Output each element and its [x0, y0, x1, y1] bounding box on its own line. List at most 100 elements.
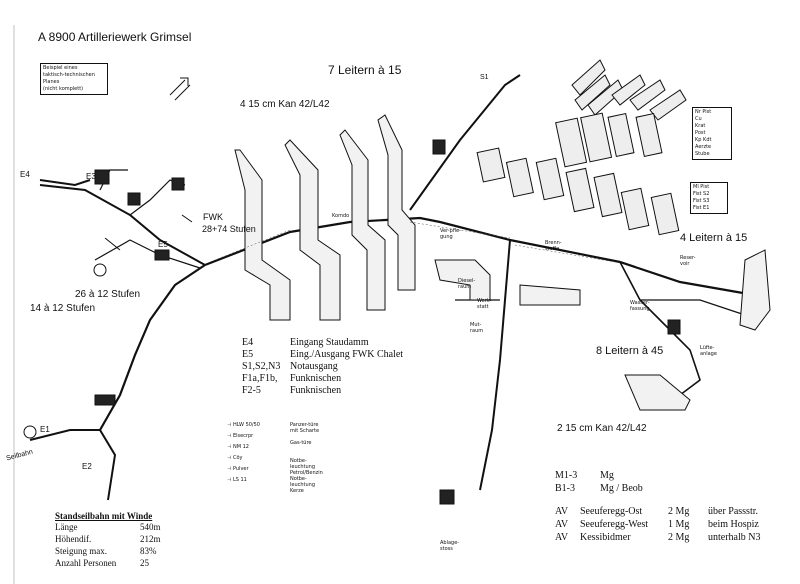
symbol-label: Gas-türe [290, 440, 312, 446]
room-lufte: Lüfte-anlage [700, 345, 717, 357]
symbol-item: ⊣ Pulver [227, 466, 249, 472]
symbol-label: HLW 50/50 [232, 422, 260, 428]
symbol-item: ⊣ Elsecrpr [227, 433, 254, 439]
bahn-key: Höhendif. [55, 534, 92, 544]
box-line: Fist S3 [693, 198, 710, 204]
symbol-item: ⊣ Cöy [227, 455, 243, 461]
bahn-value: 212m [140, 534, 161, 544]
legend-code: E4 [242, 337, 254, 348]
leitern-4-label: 4 Leitern à 15 [680, 232, 748, 244]
box-line: Aerzte [695, 144, 712, 150]
legend-code: E5 [242, 349, 254, 360]
av-code: AV [555, 506, 569, 517]
av-code: AV [555, 532, 569, 543]
access-tunnel [99, 264, 206, 431]
bahn-row: Anzahl Personen 25 [55, 558, 161, 570]
symbol-label: Pulver [232, 466, 249, 472]
av-row: AV Kessibidmer 2 Mg unterhalb N3 [555, 532, 761, 545]
gun-label-2: 2 15 cm Kan 42/L42 [557, 423, 647, 434]
bahn-row: Steigung max. 83% [55, 546, 161, 558]
av-count: 1 Mg [668, 519, 690, 530]
box-line: Cu [695, 116, 702, 122]
box-line: Krat [695, 123, 706, 129]
entrance-e3: E3 [86, 172, 96, 181]
av-place: Seeuferegg-West [580, 519, 649, 530]
symbol-label: Notbe-leuchtung Petrol/Benzin [290, 458, 323, 476]
symbol-legend-2: Panzer-türe mit Scharte Gas-türe Notbe-l… [290, 422, 326, 494]
legend-desc: Funknischen [290, 385, 342, 396]
symbol-item: ⊣ HLW 50/50 [227, 422, 260, 428]
page-title: A 8900 Artilleriewerk Grimsel [38, 30, 192, 44]
av-count: 2 Mg [668, 506, 690, 517]
room-box-2: Ml Pist Fist S2 Fist S3 Fist E1 [690, 182, 728, 214]
note-line: taktisch-technischen Planes [43, 72, 95, 85]
room-verpflegung: Ver-pfle-gung [440, 228, 461, 240]
north-arrow-icon [169, 77, 191, 101]
bahn-value: 25 [140, 558, 149, 568]
av-count: 2 Mg [668, 532, 690, 543]
symbol-legend: ⊣ HLW 50/50 ⊣ Elsecrpr ⊣ NM 12 ⊣ Cöy ⊣ P… [227, 422, 260, 488]
legend-row: F1a,F1b,Funknischen [242, 373, 403, 385]
room-kommando: Komdo [332, 213, 350, 219]
room-diesel: Diesel-raum [458, 278, 476, 290]
room-brennstoff: Brenn-stoffe [545, 240, 562, 252]
av-loc: über Passstr. [708, 506, 758, 517]
legend-code: S1,S2,N3 [242, 361, 281, 372]
stufen-28-label: 28+74 Stufen [202, 224, 256, 234]
av-loc: unterhalb N3 [708, 532, 761, 543]
entrance-e5: E5 [158, 240, 168, 249]
box-line: Ml Pist [693, 184, 710, 190]
symbol-label: Panzer-türe mit Scharte [290, 422, 320, 434]
gun-label-4: 4 15 cm Kan 42/L42 [240, 99, 330, 110]
symbol-item: ⊣ LS 11 [227, 477, 247, 483]
legend-desc: Notausgang [290, 361, 338, 372]
symbol-label: LS 11 [232, 477, 247, 483]
bahn-value: 540m [140, 522, 161, 532]
room-reservoir: Reser-voir [680, 255, 696, 267]
leitern-8-label: 8 Leitern à 45 [596, 345, 664, 357]
mg-desc: Mg / Beob [600, 483, 643, 494]
entrance-s1: S1 [480, 74, 489, 81]
room-wasser: Wasser-fassung [630, 300, 650, 312]
box-line: Stube [695, 151, 710, 157]
symbol-label: Notbe-leuchtung Kerze [290, 476, 316, 494]
symbol-item: ⊣ NM 12 [227, 444, 249, 450]
entrance-e1: E1 [40, 425, 50, 434]
symbol-label: Cöy [232, 455, 243, 461]
room-box-1: Nr Pist Cu Krat Post Kp Kdt Aerzte Stube [692, 107, 732, 160]
bahn-value: 83% [140, 546, 157, 556]
av-place: Kessibidmer [580, 532, 631, 543]
legend-desc: Eing./Ausgang FWK Chalet [290, 349, 404, 360]
note-box: Beispiel eines taktisch-technischen Plan… [40, 63, 108, 95]
box-line: Nr Pist [695, 109, 712, 115]
bahn-key: Anzahl Personen [55, 558, 117, 568]
entrance-e4: E4 [20, 170, 30, 179]
box-line: Fist E1 [693, 205, 710, 211]
note-line: (nicht komplett) [43, 86, 84, 92]
bahn-heading: Standseilbahn mit Winde [55, 511, 153, 521]
box-line: Fist S2 [693, 191, 710, 197]
entrance-e2: E2 [82, 462, 92, 471]
av-loc: beim Hospiz [708, 519, 759, 530]
room-ablage: Ablage-stoss [440, 540, 460, 552]
room-werkstatt: Werk-statt [477, 298, 492, 310]
legend-row: S1,S2,N3 Notausgang [242, 361, 403, 373]
symbol-label: Elsecrpr [232, 433, 254, 439]
box-line: Post [695, 130, 706, 136]
leitern-7-label: 7 Leitern à 15 [328, 63, 402, 77]
bahn-key: Steigung max. [55, 546, 107, 556]
note-line: Beispiel eines [43, 65, 78, 71]
bahn-row: Höhendif. 212m [55, 534, 161, 546]
legend-row: E5 Eing./Ausgang FWK Chalet [242, 349, 403, 361]
